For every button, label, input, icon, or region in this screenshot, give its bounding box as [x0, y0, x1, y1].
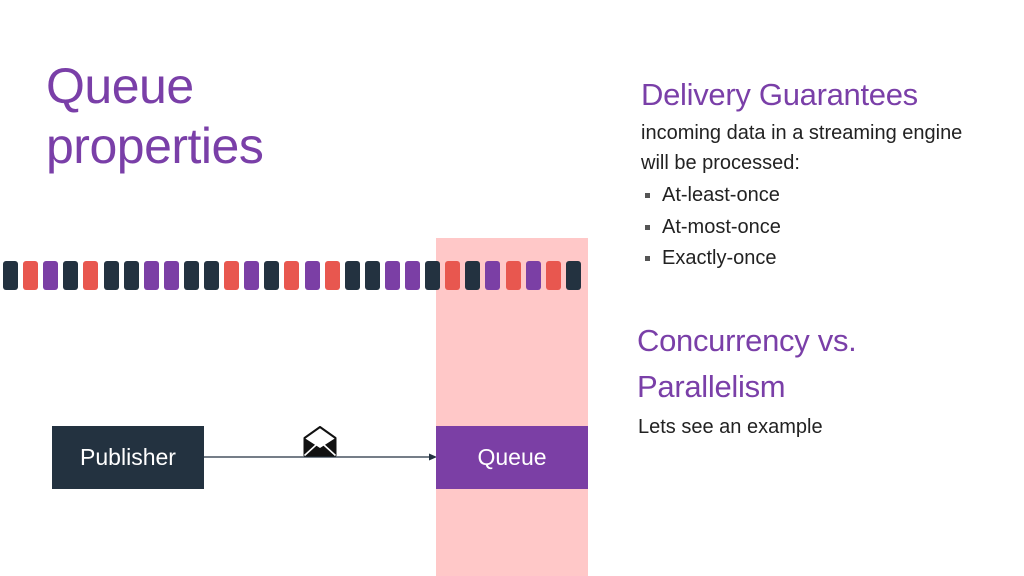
list-item-label: Exactly-once	[662, 247, 777, 269]
list-item-label: At-least-once	[662, 184, 780, 206]
queue-label: Queue	[477, 444, 547, 470]
message-block-purple	[384, 261, 400, 290]
list-item: At-least-once	[641, 180, 781, 212]
envelope-icon	[303, 426, 337, 457]
publisher-box: Publisher	[52, 426, 204, 489]
bullet-square-icon	[645, 256, 650, 261]
message-block-dark	[63, 261, 79, 290]
delivery-description: incoming data in a streaming engine will…	[641, 122, 963, 174]
message-block-dark	[183, 261, 199, 290]
message-block-dark	[465, 261, 481, 290]
message-block-purple	[485, 261, 501, 290]
message-block-red	[284, 261, 300, 290]
queue-highlight-column	[436, 238, 588, 576]
list-item: At-most-once	[641, 212, 781, 244]
concurrency-description: Lets see an example	[638, 416, 823, 438]
bullet-square-icon	[645, 224, 650, 230]
message-block-dark	[344, 261, 360, 290]
message-block-purple	[525, 261, 541, 290]
delivery-guarantees-heading: Delivery Guarantees	[641, 77, 918, 112]
message-block-dark	[264, 261, 280, 290]
slide-title-line-1: Queue	[46, 58, 194, 114]
message-block-dark	[103, 261, 119, 290]
message-block-purple	[244, 261, 260, 290]
concurrency-heading: Concurrency vs. Parallelism	[637, 318, 857, 410]
message-block-dark	[364, 261, 380, 290]
message-block-purple	[143, 261, 159, 290]
message-block-dark	[204, 261, 219, 290]
delivery-guarantees-list: At-least-once At-most-once Exactly-once	[641, 180, 781, 275]
publish-arrow	[204, 453, 437, 461]
message-block-red	[545, 261, 561, 290]
queue-box: Queue	[436, 426, 588, 489]
concurrency-heading-line-2: Parallelism	[637, 369, 786, 404]
message-block-red	[83, 261, 99, 290]
message-block-dark	[425, 261, 441, 290]
list-item-label: At-most-once	[662, 215, 781, 238]
slide-title-line-2: properties	[46, 118, 264, 174]
message-block-red	[505, 261, 521, 290]
slide-title: Queue properties	[46, 56, 264, 176]
message-block-purple	[304, 261, 320, 290]
concurrency-heading-line-1: Concurrency vs.	[637, 323, 857, 358]
message-block-purple	[163, 261, 179, 290]
message-block-red	[445, 261, 461, 290]
message-block-red	[23, 261, 39, 290]
message-block-purple	[405, 261, 420, 290]
list-item: Exactly-once	[641, 243, 781, 275]
message-stream	[0, 261, 600, 291]
message-block-dark	[565, 261, 581, 290]
message-block-red	[224, 261, 240, 290]
publisher-label: Publisher	[80, 444, 176, 470]
message-block-purple	[43, 261, 59, 290]
message-block-red	[324, 261, 340, 290]
bullet-square-icon	[645, 193, 650, 198]
message-block-dark	[123, 261, 139, 290]
message-block-dark	[3, 261, 18, 290]
